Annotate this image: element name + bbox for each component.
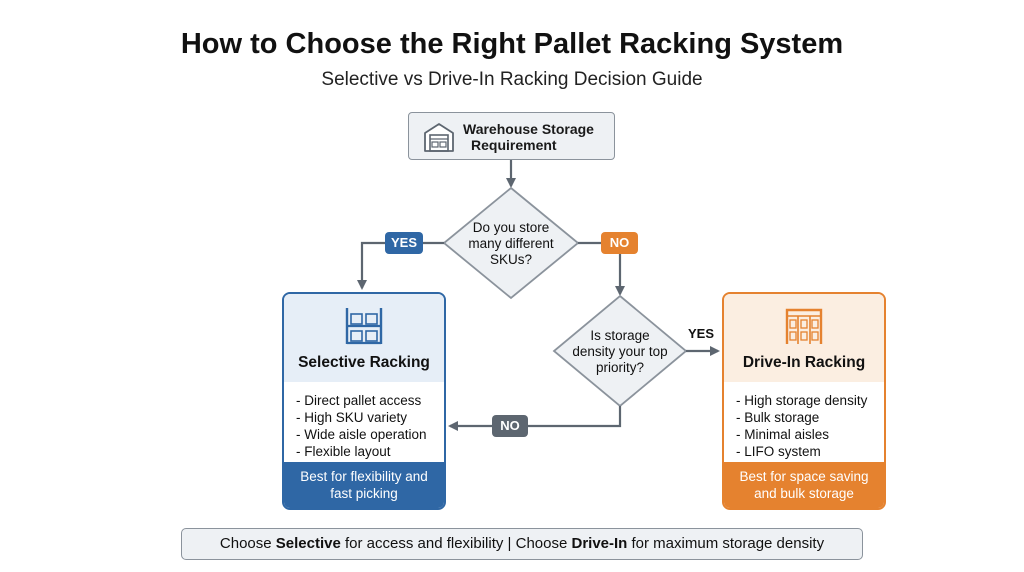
decision1-yes-label: YES: [385, 232, 423, 254]
list-item: - Bulk storage: [736, 410, 820, 425]
drive-in-racking-header: Drive-In Racking: [724, 294, 884, 382]
start-node: Warehouse Storage Requirement: [408, 112, 615, 160]
list-item: - Direct pallet access: [296, 393, 422, 408]
selective-racking-card: Selective Racking - Direct pallet access…: [282, 292, 446, 510]
list-item: - Flexible layout: [296, 444, 391, 459]
list-item: - Minimal aisles: [736, 427, 830, 442]
diagram-subtitle: Selective vs Drive-In Racking Decision G…: [321, 69, 703, 90]
connector-decision2-no: [448, 406, 622, 431]
decision2-yes-label: YES: [688, 326, 715, 341]
drive-in-racking-title: Drive-In Racking: [742, 354, 866, 371]
list-item: - High SKU variety: [296, 410, 408, 425]
list-item: - High storage density: [736, 393, 868, 408]
decision2-text: Is storage density your top priority?: [572, 328, 668, 375]
selective-racking-title: Selective Racking: [298, 354, 430, 371]
decision1-no-label: NO: [601, 232, 638, 254]
list-item: - Wide aisle operation: [296, 427, 427, 442]
selective-features-list: - Direct pallet access - High SKU variet…: [284, 382, 444, 460]
drive-in-racking-card: Drive-In Racking - High storage density …: [722, 292, 886, 510]
summary-footer: Choose Selective for access and flexibil…: [181, 528, 863, 560]
drive-in-racking-footer: Best for space saving and bulk storage: [724, 462, 884, 508]
start-node-label: Warehouse Storage Requirement: [463, 121, 594, 153]
warehouse-icon: [424, 123, 454, 152]
decision1-diamond: [442, 186, 580, 300]
drive-in-features-list: - High storage density - Bulk storage - …: [724, 382, 884, 460]
decision1-text: Do you store many different SKUs?: [468, 220, 554, 267]
selective-racking-footer: Best for flexibility and fast picking: [284, 462, 444, 508]
pallet-rack-icon: [345, 308, 383, 345]
decision2-no-label: NO: [492, 415, 528, 437]
selective-racking-header: Selective Racking: [284, 294, 444, 382]
list-item: - LIFO system: [736, 444, 821, 459]
diagram-title: How to Choose the Right Pallet Racking S…: [180, 28, 844, 60]
drive-in-rack-icon: [785, 308, 823, 344]
